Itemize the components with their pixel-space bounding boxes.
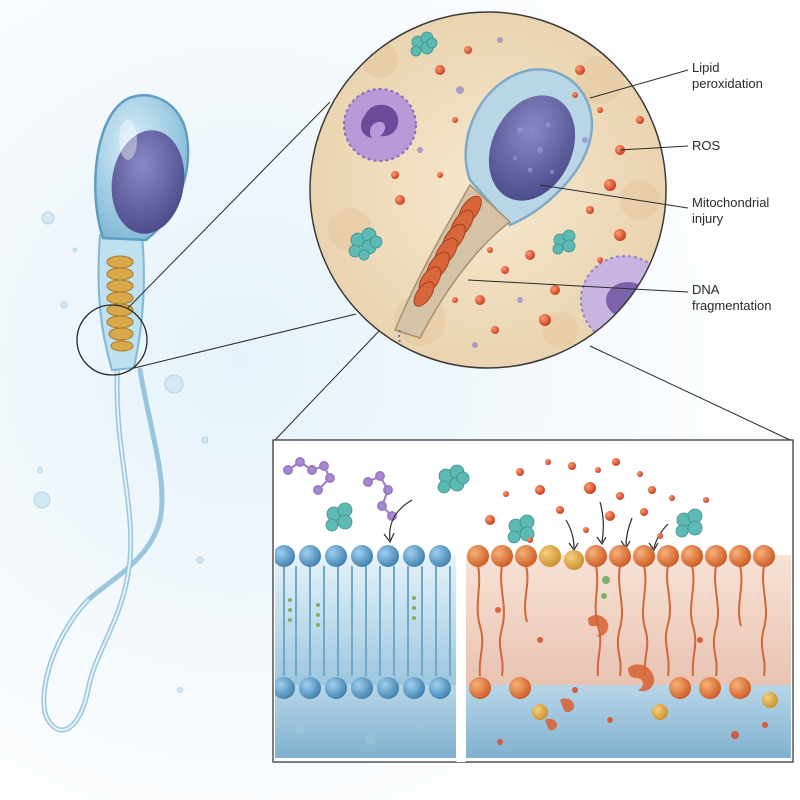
magnified-view [309, 11, 667, 369]
dna-fragmentation-label: DNA fragmentation [692, 282, 772, 313]
lipid-fragments [545, 615, 655, 731]
ros-label: ROS [692, 138, 721, 153]
callout-leader-lines [467, 69, 689, 293]
sperm-nucleus [111, 130, 185, 234]
lipid-peroxidation-label: Lipid peroxidation [692, 60, 763, 91]
damaged-phospholipid-bilayer [466, 545, 791, 758]
ros-particle-icon [485, 458, 709, 543]
magnified-sperm-head [464, 68, 594, 227]
background-bubbles [33, 158, 209, 693]
membrane-comparison-panel [272, 439, 794, 763]
leukocyte-icon [343, 88, 417, 162]
purple-particles [417, 37, 588, 348]
healthy-phospholipid-bilayer [275, 545, 456, 758]
mitochondrial-injury-label: Mitochondrial injury [692, 195, 770, 226]
lipid-molecules [283, 457, 397, 521]
protein-clusters [348, 31, 576, 261]
sperm-cell-icon [41, 94, 190, 733]
zoom-connector-lines [127, 101, 791, 441]
protein-clusters [325, 464, 703, 544]
magnifier-circle-icon [76, 304, 148, 376]
midpiece-mitochondria [106, 255, 134, 352]
